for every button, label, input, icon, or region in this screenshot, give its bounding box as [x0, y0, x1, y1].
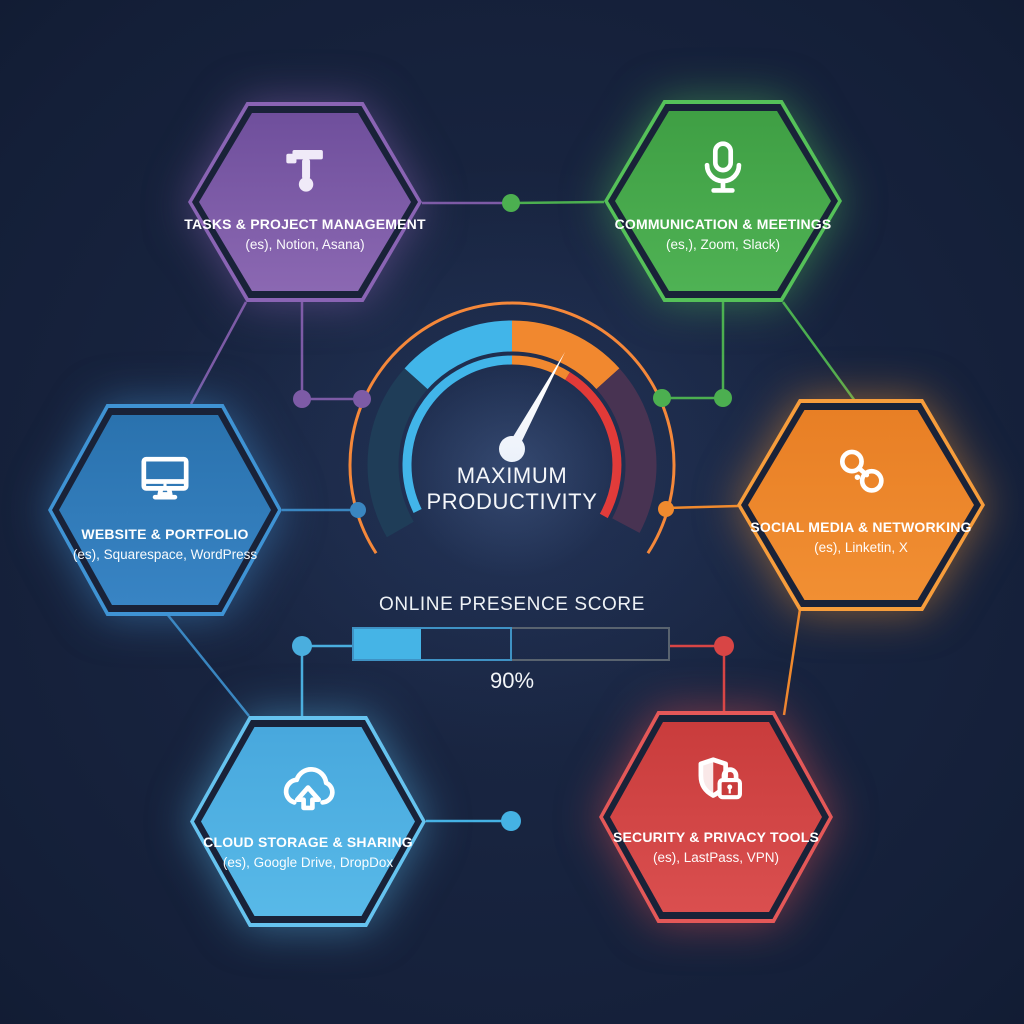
node-communication-meetings: COMMUNICATION & MEETINGS (es,), Zoom, Sl…	[604, 100, 842, 302]
connector-dot	[293, 390, 311, 408]
node-title: COMMUNICATION & MEETINGS	[614, 216, 832, 232]
connector-dot	[653, 389, 671, 407]
score-bar-right-section	[512, 627, 670, 661]
gauge-outer-ring	[348, 301, 676, 555]
node-title: CLOUD STORAGE & SHARING	[203, 834, 413, 850]
node-website-portfolio: WEBSITE & PORTFOLIO (es), Squarespace, W…	[48, 404, 282, 616]
node-title: WEBSITE & PORTFOLIO	[81, 526, 249, 542]
node-subtitle: (es), Google Drive, DropDox	[222, 855, 394, 870]
connector-dot	[502, 194, 520, 212]
connector-line	[166, 613, 250, 717]
connector-line	[782, 608, 802, 716]
connector-dot	[353, 390, 371, 408]
score-bar-fill	[354, 629, 422, 659]
hexagon-inner-line	[603, 715, 829, 919]
score-value: 90%	[489, 668, 535, 693]
gauge-band-segment	[404, 320, 513, 390]
node-title: SECURITY & PRIVACY TOOLS	[612, 829, 820, 845]
node-cloud-storage-sharing: CLOUD STORAGE & SHARING (es), Google Dri…	[190, 716, 426, 927]
node-subtitle: (es,), Zoom, Slack)	[665, 237, 781, 252]
connector-dot	[292, 636, 312, 656]
hexagon-border	[188, 102, 422, 302]
connector-dot	[350, 502, 366, 518]
connector-line	[300, 300, 362, 401]
gauge-label-line1: MAXIMUM	[456, 463, 568, 488]
microphone-icon	[704, 141, 742, 193]
hexagon-fill	[615, 111, 831, 291]
node-title: SOCIAL MEDIA & NETWORKING	[750, 519, 972, 535]
connector-line	[781, 301, 857, 402]
score-progress-bar	[352, 627, 670, 661]
gauge-band-segment	[402, 355, 513, 513]
gauge-band-segment	[367, 368, 428, 538]
connector-dot	[501, 811, 521, 831]
shield-lock-icon	[698, 757, 742, 800]
node-subtitle: (es), LastPass, VPN)	[652, 850, 780, 865]
gauge-band-segment	[596, 368, 657, 533]
connector-dot	[658, 501, 674, 517]
node-subtitle: (es), Linketin, X	[814, 540, 908, 555]
node-security-privacy-tools: SECURITY & PRIVACY TOOLS (es), LastPass,…	[599, 711, 833, 923]
connector-dot	[714, 389, 732, 407]
hexagon-border	[190, 716, 426, 927]
gauge-band-segment	[511, 320, 620, 390]
score-bar-left-section	[352, 627, 512, 661]
gauge-label: MAXIMUM PRODUCTIVITY	[362, 463, 662, 515]
task-pin-icon	[286, 150, 323, 192]
node-tasks-project-management: TASKS & PROJECT MANAGEMENT (es), Notion,…	[184, 102, 426, 302]
connector-line	[662, 300, 725, 400]
node-title: TASKS & PROJECT MANAGEMENT	[184, 216, 426, 232]
node-subtitle: (es), Notion, Asana)	[245, 237, 365, 252]
hexagon-border	[604, 100, 842, 302]
hexagon-inner-line	[52, 408, 278, 612]
gauge-band-segment	[511, 355, 570, 380]
hexagon-fill	[748, 410, 974, 600]
gauge-center-glow	[402, 368, 622, 578]
gauge-needle	[507, 352, 565, 452]
cloud-upload-icon	[283, 767, 335, 811]
score-title: ONLINE PRESENCE SCORE	[379, 594, 645, 615]
connector-line	[189, 301, 248, 405]
connector-line	[510, 200, 605, 205]
connector-line	[665, 504, 739, 510]
gauge-label-line2: PRODUCTIVITY	[426, 489, 598, 514]
hexagon-inner-line	[741, 403, 981, 607]
node-subtitle: (es), Squarespace, WordPress	[72, 547, 258, 562]
gauge-band-segment	[565, 372, 622, 519]
gauge-needle-hub	[499, 436, 525, 462]
link-icon	[839, 449, 884, 493]
connector-dot	[714, 636, 734, 656]
node-social-media-networking: SOCIAL MEDIA & NETWORKING (es), Linketin…	[737, 399, 985, 611]
monitor-icon	[141, 456, 189, 500]
